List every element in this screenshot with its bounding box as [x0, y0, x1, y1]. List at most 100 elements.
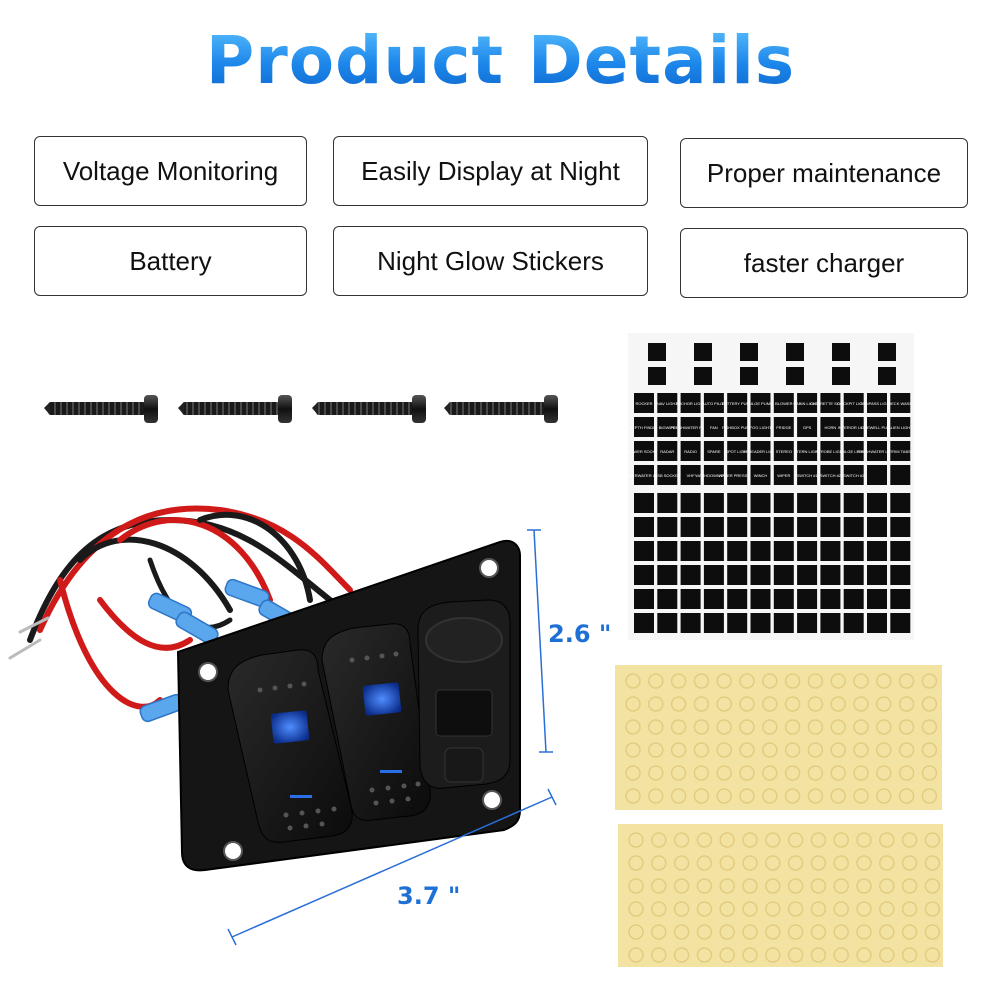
sticker-label-text: LIVEWELL PUMP [861, 425, 893, 430]
feature-night-glow-stickers: Night Glow Stickers [333, 226, 648, 296]
sticker-label [797, 441, 818, 461]
glow-sticker-icon [719, 832, 735, 848]
glow-sticker-icon [830, 696, 846, 712]
glow-sticker-icon [833, 832, 849, 848]
sticker-icon [694, 343, 712, 361]
sticker-symbol-icon [843, 589, 864, 609]
feature-label: Easily Display at Night [361, 155, 620, 186]
sticker-symbol-icon [773, 541, 794, 561]
sticker-label [703, 465, 724, 485]
glow-sticker-icon [924, 855, 941, 871]
screw-3 [312, 395, 426, 423]
sticker-symbol-icon [843, 517, 864, 537]
sticker-symbol-icon [843, 541, 864, 561]
sticker-label-text: POWER SOCKET [628, 449, 661, 454]
sticker-label [773, 393, 794, 413]
glow-sticker-icon [739, 765, 755, 781]
sticker-label-text: FRESHWATER LIGHT [857, 449, 898, 454]
glow-sticker-icon [719, 924, 735, 940]
sticker-label [703, 417, 724, 437]
sticker-label-text: CIGARETTE SOCKET [810, 401, 851, 406]
glow-sticker-icon [651, 878, 667, 894]
sticker-symbol-icon [680, 541, 701, 561]
sticker-label-text: DECK WASH [888, 401, 912, 406]
sticker-label-text: USB SOCKET [654, 473, 680, 478]
glow-sticker-icon [670, 742, 687, 758]
sticker-symbol-icon [657, 589, 678, 609]
sticker-label [727, 417, 748, 437]
sticker-label [843, 465, 864, 485]
page-title: Product Details [0, 22, 1001, 99]
glow-sticker-icon [833, 901, 849, 917]
glow-sticker-icon [696, 947, 713, 963]
glow-sticker-icon [876, 719, 892, 735]
sticker-label-text: WIPER [777, 473, 790, 478]
glow-sticker-icon [716, 765, 732, 781]
sticker-symbol-icon [634, 589, 654, 609]
sticker-icon [878, 343, 896, 361]
sticker-label [867, 417, 887, 437]
sticker-label [820, 417, 841, 437]
sticker-symbol-icon [634, 541, 654, 561]
glow-sticker-icon [807, 673, 824, 689]
sticker-label-text: DEPTH FINDER [629, 425, 659, 430]
glow-sticker-icon [765, 947, 781, 963]
glow-sticker-icon [879, 947, 895, 963]
glow-sticker-icon [625, 673, 641, 689]
glow-sticker-icon [898, 765, 915, 781]
sticker-label [727, 393, 748, 413]
glow-sticker-icon [879, 924, 895, 940]
sticker-symbol-icon [703, 517, 724, 537]
glow-sticker-icon [628, 878, 644, 894]
sticker-symbol-icon [703, 589, 724, 609]
glow-sticker-icon [651, 832, 667, 848]
glow-sticker-icon [625, 719, 641, 735]
sticker-label [797, 393, 818, 413]
feature-night-display: Easily Display at Night [333, 136, 648, 206]
sticker-label-text: BILGE LIGHT [841, 449, 866, 454]
glow-sticker-icon [898, 788, 915, 804]
glow-sticker-icon [765, 924, 781, 940]
sticker-label-text: AUTO PILOT [702, 401, 726, 406]
sticker-icon [878, 367, 896, 385]
glow-sticker-icon [716, 719, 732, 735]
feature-label: Battery [129, 245, 212, 276]
sticker-label [890, 441, 911, 461]
sticker-label-text: BIGWIPE [659, 425, 676, 430]
sticker-symbol-icon [680, 613, 701, 633]
feature-voltage-monitoring: Voltage Monitoring [34, 136, 307, 206]
glow-sticker-icon [787, 924, 804, 940]
glow-sticker-icon [762, 696, 778, 712]
feature-battery: Battery [34, 226, 307, 296]
sticker-symbol-icon [657, 517, 678, 537]
glow-sticker-icon [648, 742, 664, 758]
sticker-icon [740, 343, 758, 361]
sticker-symbol-icon [867, 589, 887, 609]
sticker-label-text: ROCKER [635, 401, 652, 406]
glow-sticker-icon [879, 878, 895, 894]
dimension-height-label: 2.6 " [548, 620, 612, 648]
glow-sticker-icon [784, 696, 801, 712]
glow-sticker-icon [628, 947, 644, 963]
sticker-symbol-icon [703, 565, 724, 585]
sticker-icon [740, 367, 758, 385]
sticker-label-text: STROBE LIGHT [816, 449, 846, 454]
glow-sticker-icon [853, 788, 869, 804]
voltmeter-socket [417, 599, 511, 789]
glow-sticker-icon [670, 765, 687, 781]
sticker-symbol-icon [890, 541, 911, 561]
sticker-label-text: SWITCH #2 [820, 473, 842, 478]
sticker-label [843, 417, 864, 437]
sticker-label-text: INTERIOR LIGHT [838, 425, 871, 430]
sticker-label-text: HORN [825, 425, 837, 430]
glow-sticker-icon [716, 673, 732, 689]
sticker-label-text: ANCHOR LIGHT [675, 401, 706, 406]
sticker-icon [786, 367, 804, 385]
glow-sticker-icon [879, 901, 895, 917]
sticker-label [820, 393, 841, 413]
glow-sticker-icon [696, 901, 713, 917]
glow-sticker-icon [807, 719, 824, 735]
glow-sticker-icon [924, 947, 941, 963]
